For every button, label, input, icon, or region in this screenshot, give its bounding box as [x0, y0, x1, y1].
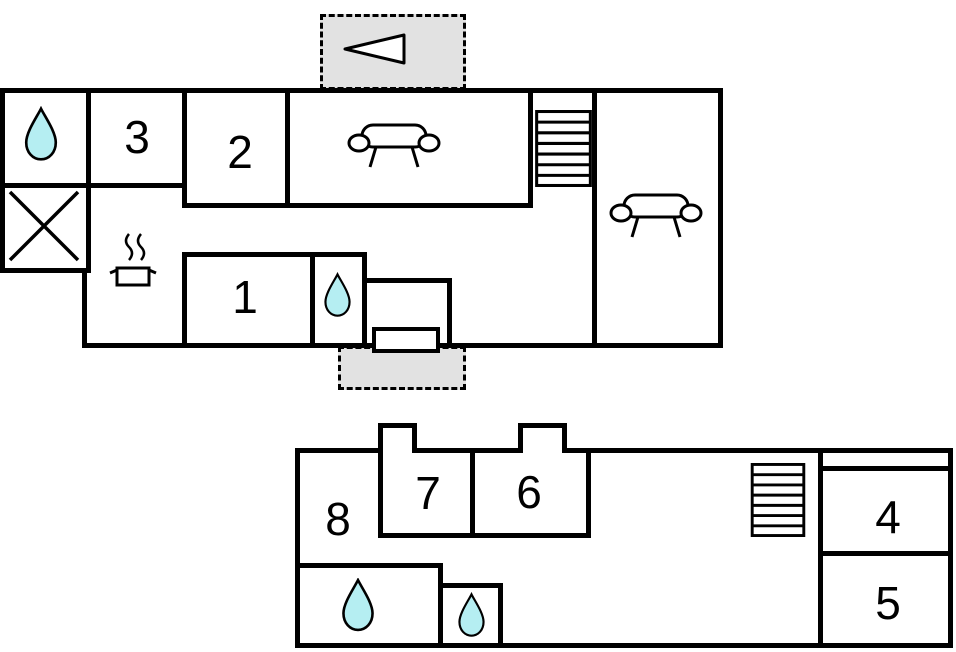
wall-segment [586, 448, 591, 538]
wall-segment [362, 278, 452, 283]
room-1-label: 1 [232, 271, 258, 323]
wall-segment [378, 423, 417, 428]
stairs-icon [535, 110, 592, 187]
wall-segment [182, 252, 187, 343]
wall-segment [295, 448, 300, 648]
wall-segment [498, 583, 503, 648]
wall-segment [818, 448, 823, 648]
wall-segment [412, 423, 417, 453]
room-6-label: 6 [516, 466, 542, 518]
sofa-icon [346, 117, 442, 173]
wall-segment [718, 88, 723, 348]
room-2-label: 2 [227, 126, 253, 178]
water-drop-icon [456, 591, 487, 638]
wall-segment [285, 88, 290, 208]
room-5-label: 5 [875, 577, 901, 629]
wall-segment [182, 88, 187, 208]
wall-segment [518, 423, 567, 428]
wall-segment [378, 533, 591, 538]
wall-segment [295, 643, 953, 648]
entry-area [320, 14, 466, 90]
room-7-label: 7 [415, 467, 441, 519]
porch-area [338, 346, 466, 390]
water-drop-icon [322, 271, 353, 318]
water-drop-icon [339, 577, 377, 632]
stairs-icon [750, 463, 806, 537]
wall-segment [438, 583, 503, 588]
wall-segment [528, 88, 533, 208]
entrance-arrow-icon [341, 31, 411, 67]
wall-segment [412, 448, 523, 453]
cross-mark-icon [8, 190, 80, 262]
bench [372, 327, 440, 353]
wall-segment [438, 563, 443, 648]
wall-segment [378, 448, 383, 538]
wall-segment [818, 466, 953, 471]
wall-segment [592, 88, 597, 348]
wall-segment [518, 423, 523, 453]
wall-segment [310, 252, 315, 343]
wall-segment [818, 551, 953, 556]
stove-pot-icon [103, 228, 167, 294]
wall-segment [470, 448, 475, 538]
wall-segment [362, 252, 367, 343]
wall-segment [295, 448, 383, 453]
wall-segment [562, 448, 953, 453]
wall-segment [0, 88, 5, 273]
wall-segment [0, 268, 87, 273]
room-4-label: 4 [875, 491, 901, 543]
wall-segment [295, 563, 443, 568]
wall-segment [447, 278, 452, 343]
room-3-label: 3 [124, 111, 150, 163]
wall-segment [378, 423, 383, 453]
wall-segment [948, 448, 953, 648]
wall-segment [562, 423, 567, 453]
wall-segment [82, 268, 87, 348]
water-drop-icon [22, 105, 60, 162]
room-8-label: 8 [325, 493, 351, 545]
wall-segment [0, 183, 187, 188]
wall-segment [182, 203, 533, 208]
wall-segment [0, 88, 723, 93]
wall-segment [182, 252, 367, 257]
wall-segment [86, 88, 91, 273]
sofa-icon [608, 187, 704, 243]
